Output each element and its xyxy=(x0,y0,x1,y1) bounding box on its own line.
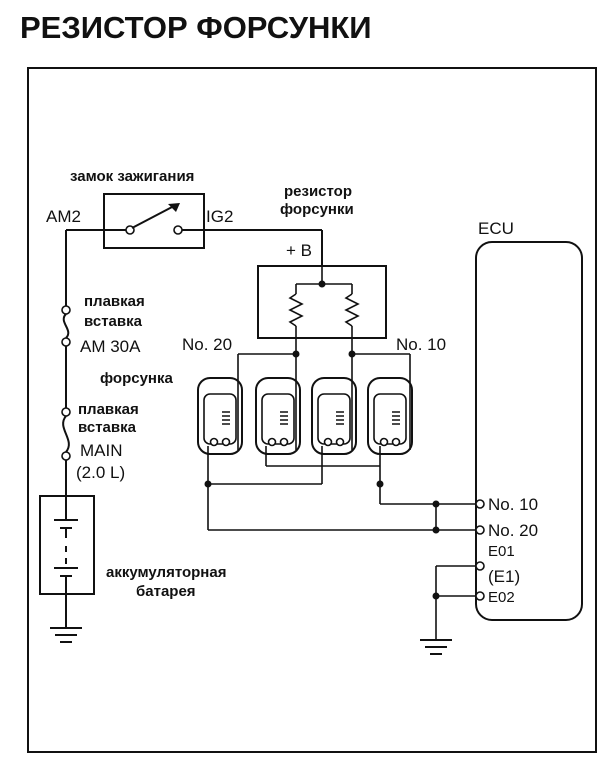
no20-group-label: No. 20 xyxy=(182,335,232,354)
resistor-output-wires xyxy=(237,338,411,450)
ecu-ground-wires xyxy=(432,565,476,640)
ecu-terminal-e1: (E1) xyxy=(488,567,520,586)
fuse-main-label-2: вставка xyxy=(78,419,137,436)
ecu-terminal-e01: E01 xyxy=(488,543,515,560)
ecu-terminal-e02: E02 xyxy=(488,589,515,606)
injector-resistor xyxy=(257,265,387,339)
ecu-terminal-no10: No. 10 xyxy=(488,495,538,514)
plus-b-label: + B xyxy=(286,241,312,260)
injector-to-ecu-wires xyxy=(204,446,476,534)
fuse-am-rating: AM 30A xyxy=(80,337,141,356)
diagram-frame xyxy=(27,67,597,753)
fuse-main-label-1: плавкая xyxy=(78,401,139,418)
injector-1 xyxy=(197,377,243,455)
injector-4 xyxy=(367,377,413,455)
fuse-am-label-1: плавкая xyxy=(84,293,145,310)
ecu-ground-icon xyxy=(420,639,452,655)
am2-label: AM2 xyxy=(46,207,81,226)
battery-label-1: аккумуляторная xyxy=(106,564,226,581)
resistor-label-2: форсунки xyxy=(280,201,354,218)
resistor-label-1: резистор xyxy=(284,183,352,200)
ecu-terminal-no20: No. 20 xyxy=(488,521,538,540)
battery-ground-icon xyxy=(50,627,82,643)
diagram-title: РЕЗИСТОР ФОРСУНКИ xyxy=(20,10,372,45)
fuse-am-label-2: вставка xyxy=(84,313,143,330)
ecu-box xyxy=(475,241,583,621)
no10-group-label: No. 10 xyxy=(396,335,446,354)
ignition-switch xyxy=(66,193,322,249)
fuse-main-rating: (2.0 L) xyxy=(76,463,125,482)
injector-3 xyxy=(311,377,357,455)
ignition-switch-label: замок зажигания xyxy=(70,168,194,185)
ecu-label: ECU xyxy=(478,219,514,238)
injector-2 xyxy=(255,377,301,455)
ig2-label: IG2 xyxy=(206,207,233,226)
injector-label: форсунка xyxy=(100,370,174,387)
battery xyxy=(39,495,95,628)
battery-label-2: батарея xyxy=(136,583,196,600)
ecu-terminals xyxy=(475,499,485,601)
fuse-main-name: MAIN xyxy=(80,441,123,460)
supply-wire xyxy=(61,230,71,496)
